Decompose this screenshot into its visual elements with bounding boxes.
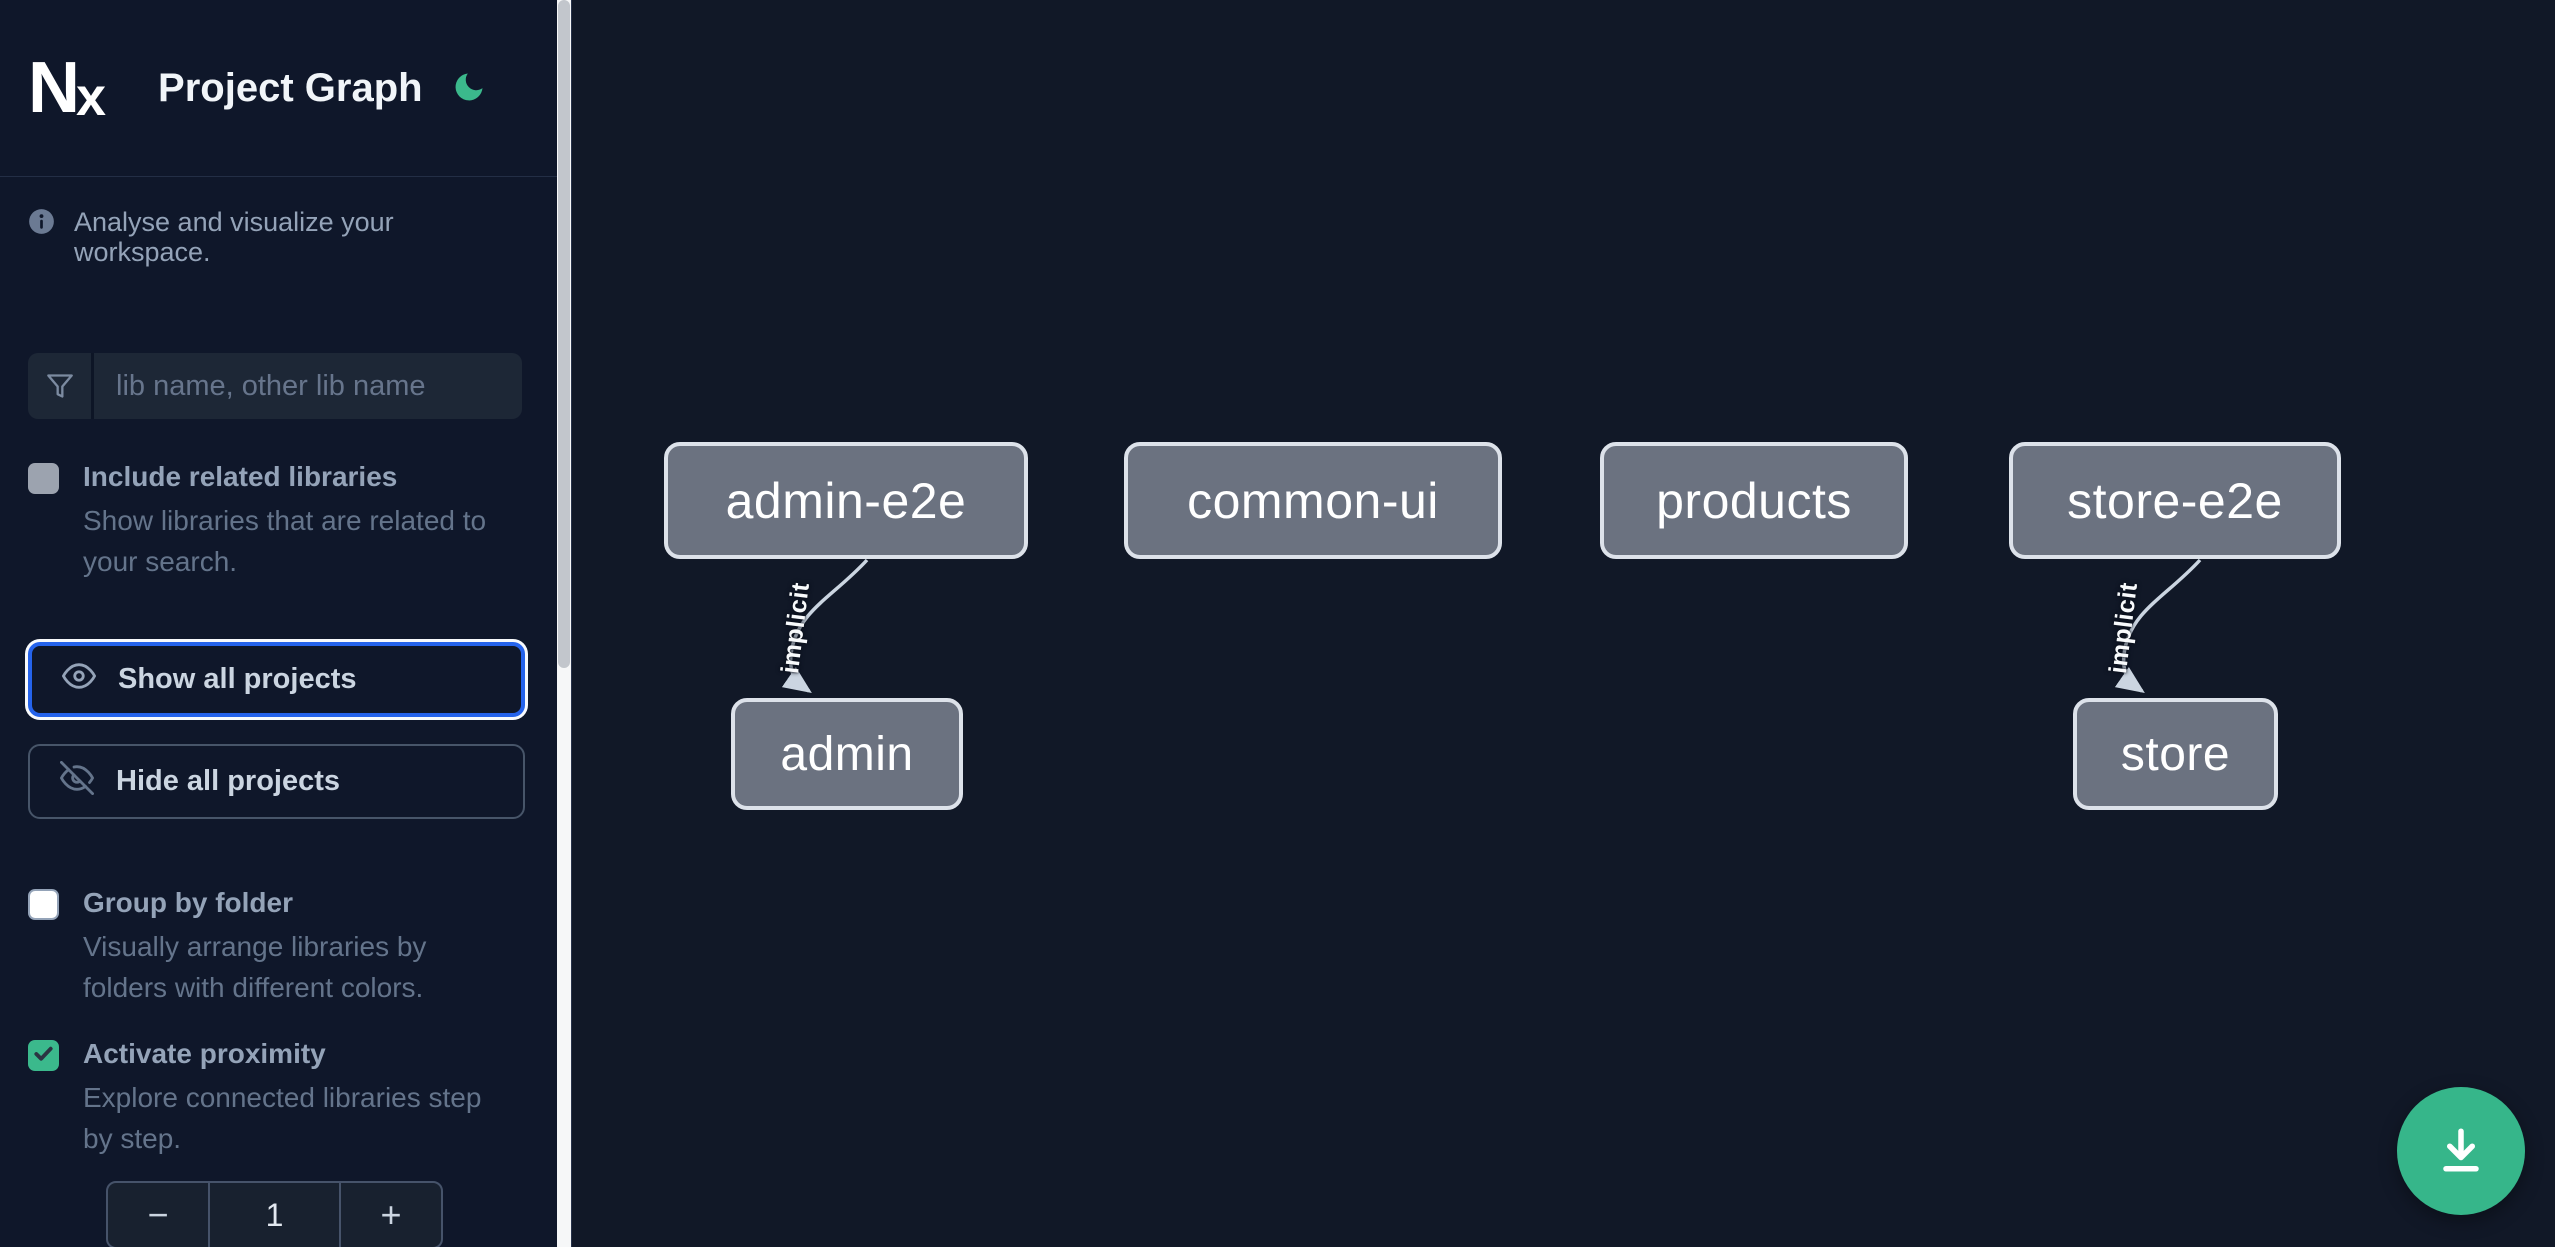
hide-all-projects-button[interactable]: Hide all projects (28, 744, 525, 819)
node-common-ui[interactable]: common-ui (1124, 442, 1502, 559)
group-by-folder-label: Group by folder (83, 887, 293, 918)
include-related-label: Include related libraries (83, 461, 398, 492)
search-box (28, 353, 522, 419)
moon-icon (451, 69, 487, 108)
dependency-edges (781, 558, 2202, 693)
filter-input[interactable] (94, 353, 522, 419)
include-related-description: Show libraries that are related to your … (83, 505, 487, 577)
sidebar-scrollbar-thumb[interactable] (558, 0, 570, 668)
stepper-value[interactable]: 1 (208, 1183, 341, 1247)
node-store-e2e[interactable]: store-e2e (2009, 442, 2341, 559)
group-by-folder-group: Group by folder Visually arrange librari… (28, 887, 523, 1008)
edge-admin-e2e-to-admin (781, 558, 869, 693)
download-image-button[interactable] (2397, 1087, 2525, 1215)
include-related-group: Include related libraries Show libraries… (28, 461, 523, 582)
checkmark-icon (32, 1042, 55, 1070)
node-products[interactable]: products (1600, 442, 1908, 559)
theme-toggle-button[interactable] (447, 66, 491, 110)
group-by-folder-description: Visually arrange libraries by folders wi… (83, 931, 427, 1003)
info-icon (28, 208, 55, 235)
tagline: Analyse and visualize your workspace. (74, 207, 394, 267)
node-store[interactable]: store (2073, 698, 2278, 810)
group-by-folder-checkbox[interactable] (28, 889, 59, 920)
activate-proximity-group: Activate proximity Explore connected lib… (28, 1038, 523, 1159)
filter-funnel-icon (28, 353, 94, 419)
activate-proximity-description: Explore connected libraries step by step… (83, 1082, 482, 1154)
activate-proximity-checkbox[interactable] (28, 1040, 59, 1071)
sidebar-content: Analyse and visualize your workspace. In… (0, 177, 557, 1247)
eye-icon (62, 659, 97, 701)
activate-proximity-label: Activate proximity (83, 1038, 326, 1069)
node-admin[interactable]: admin (731, 698, 963, 810)
show-all-projects-label: Show all projects (118, 663, 357, 695)
proximity-depth-stepper: − 1 + (106, 1181, 443, 1247)
tagline-row: Analyse and visualize your workspace. (28, 207, 523, 267)
increment-button[interactable]: + (341, 1183, 441, 1247)
download-icon (2431, 1120, 2491, 1183)
edge-store-e2e-to-store (2114, 558, 2202, 693)
sidebar-scrollbar-track[interactable] (557, 0, 571, 1247)
graph-canvas[interactable]: implicit implicit admin-e2e common-ui pr… (571, 0, 2555, 1247)
show-all-projects-button[interactable]: Show all projects (28, 642, 525, 717)
node-admin-e2e[interactable]: admin-e2e (664, 442, 1028, 559)
decrement-button[interactable]: − (108, 1183, 208, 1247)
include-related-checkbox[interactable] (28, 463, 59, 494)
page-title: Project Graph (158, 65, 423, 110)
hide-all-projects-label: Hide all projects (116, 765, 341, 797)
eye-off-icon (60, 760, 95, 803)
